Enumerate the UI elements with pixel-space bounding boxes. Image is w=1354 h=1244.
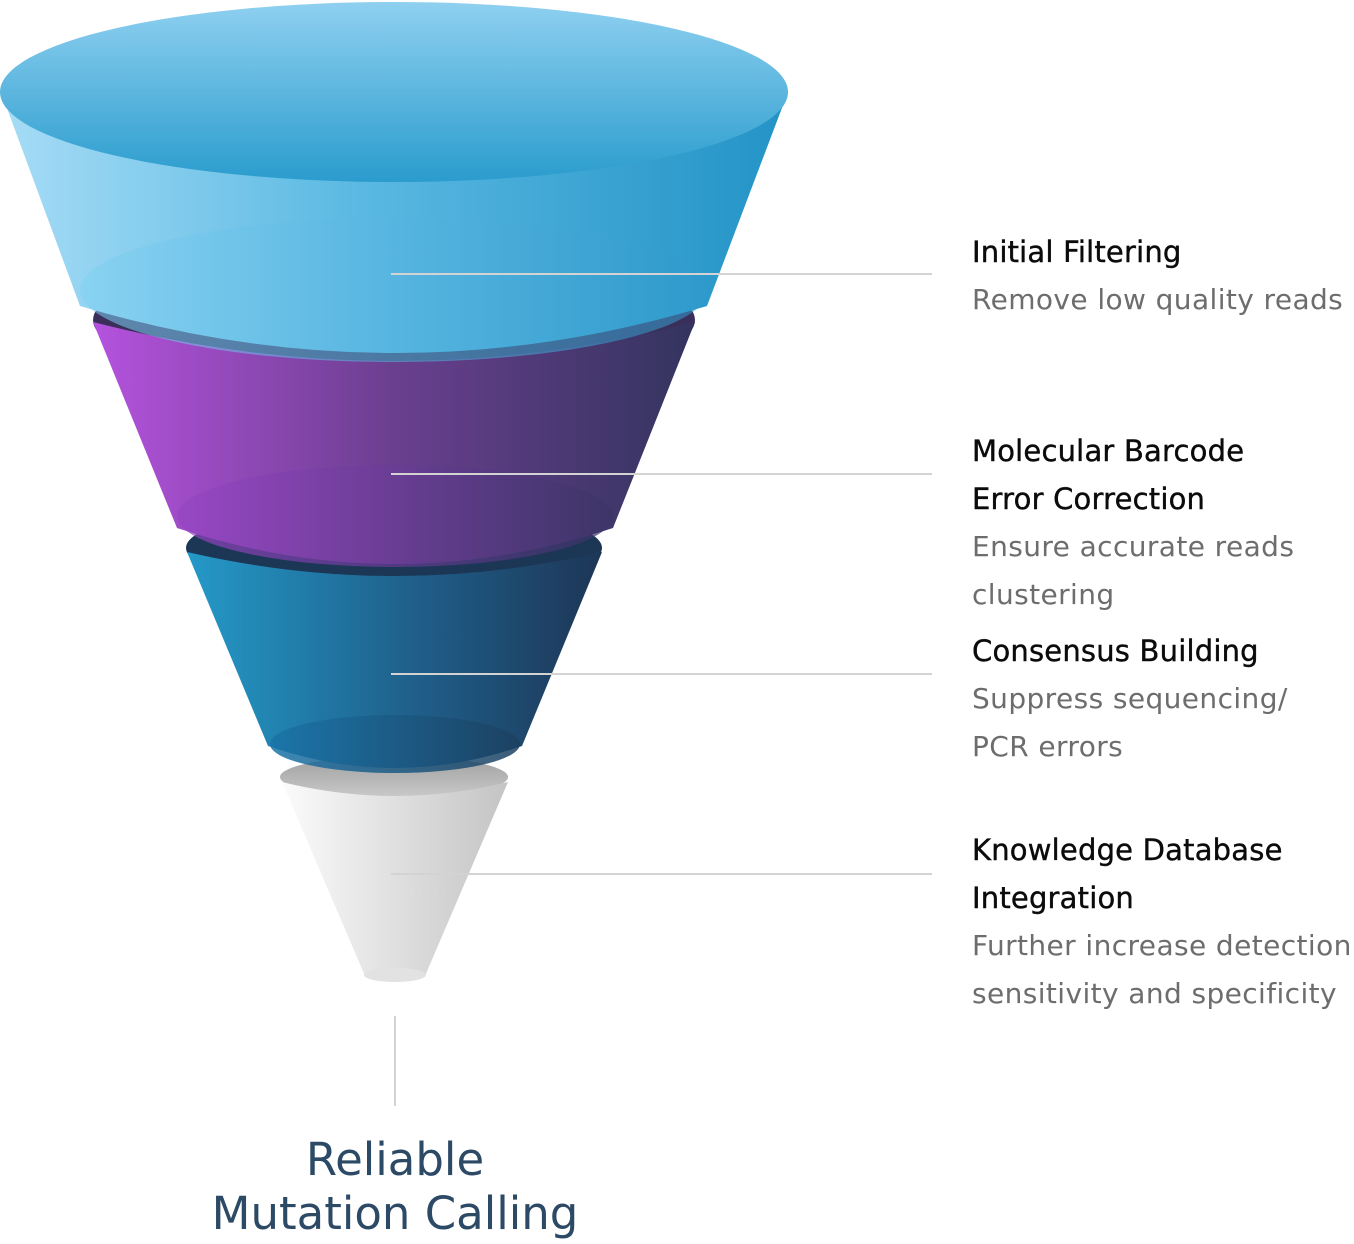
stage-3-bottom (270, 715, 520, 773)
funnel-stage-1 (0, 2, 788, 362)
stage-4-description-line-2: sensitivity and specificity (972, 977, 1337, 1010)
stage-4-title-line-1: Knowledge Database (972, 833, 1283, 867)
stage-3-description-line-2: PCR errors (972, 730, 1124, 763)
stage-3-body (187, 552, 602, 768)
stage-1-bottom (80, 218, 708, 362)
outcome-label: Reliable Mutation Calling (120, 1133, 670, 1241)
stage-3-description-line-1: Suppress sequencing/ (972, 682, 1288, 715)
funnel-stage-4 (280, 756, 508, 982)
stage-4-tip (364, 968, 426, 982)
stage-2-bottom (177, 465, 613, 567)
stage-1-top (0, 2, 788, 182)
stage-4-description-line-1: Further increase detection (972, 929, 1352, 962)
stage-4-title-line-2: Integration (972, 881, 1134, 915)
stage-4-label: Knowledge Database Integration Further i… (972, 826, 1354, 1018)
stage-3-title: Consensus Building (972, 634, 1259, 668)
stage-1-title: Initial Filtering (972, 235, 1182, 269)
stage-2-description-line-1: Ensure accurate reads (972, 530, 1295, 563)
stage-1-description: Remove low quality reads (972, 283, 1344, 316)
outcome-line-1: Reliable (305, 1133, 485, 1186)
stage-2-label: Molecular Barcode Error Correction Ensur… (972, 427, 1354, 619)
outcome-line-2: Mutation Calling (211, 1187, 579, 1240)
stage-4-body (282, 782, 508, 980)
stage-2-description-line-2: clustering (972, 578, 1115, 611)
stage-2-title-line-1: Molecular Barcode (972, 434, 1245, 468)
stage-1-label: Initial Filtering Remove low quality rea… (972, 228, 1354, 324)
stage-2-title-line-2: Error Correction (972, 482, 1206, 516)
stage-3-label: Consensus Building Suppress sequencing/ … (972, 627, 1354, 771)
